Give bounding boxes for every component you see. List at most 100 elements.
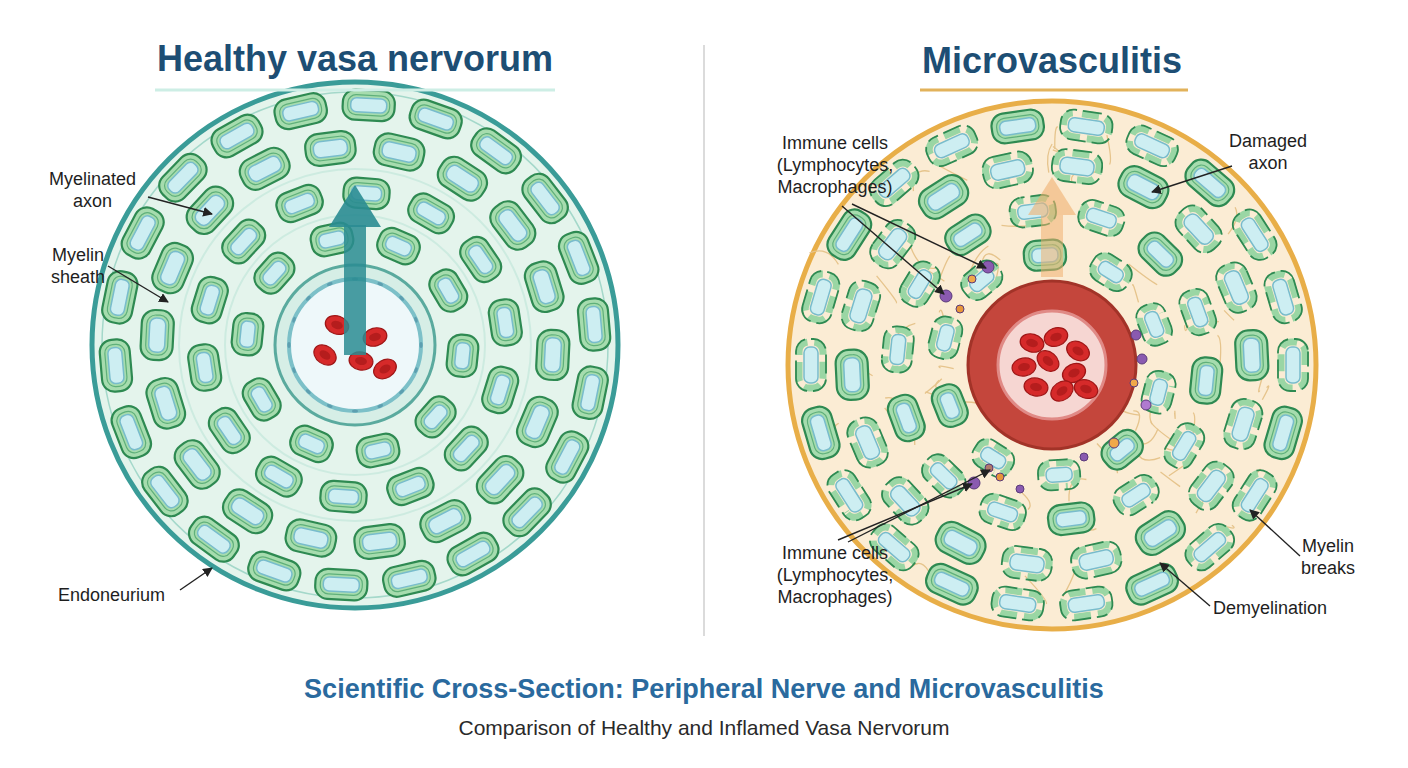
broken-myelin-edge: [1228, 465, 1281, 525]
myelin-sheath: [186, 343, 222, 393]
broken-myelin-edge: [1278, 339, 1308, 391]
axon-core: [1286, 347, 1300, 383]
broken-myelin: [827, 469, 872, 521]
cell-body: [1047, 377, 1077, 406]
myelin-sheath: [416, 496, 475, 547]
myelin-sheath: [238, 374, 285, 425]
axon-core: [422, 403, 450, 432]
heading-underline: [920, 89, 1188, 92]
myelin-sheath: [914, 170, 973, 224]
myelinated-axon: [207, 110, 267, 162]
broken-myelin: [1224, 399, 1262, 449]
myelin-sheath: [207, 110, 267, 162]
immune-cell: [985, 464, 993, 472]
myelin-sheath: [1133, 227, 1187, 281]
myelin-layer: [805, 410, 836, 456]
endoneurium-outline: [92, 82, 618, 608]
myelin-sheath: [249, 247, 299, 298]
myelinated-axon: [931, 517, 990, 568]
myelinated-axon: [570, 364, 610, 421]
myelinated-axon: [1047, 501, 1096, 536]
myelin-layer: [278, 97, 323, 126]
myelin-layer: [211, 410, 248, 451]
myelinated-axon: [1228, 465, 1281, 525]
red-blood-cell: [1063, 337, 1093, 365]
myelin-layer: [1121, 168, 1167, 206]
broken-myelin: [1281, 342, 1305, 388]
myelin-layer: [155, 245, 191, 290]
myelin-sheath: [384, 464, 438, 509]
myelin-layer: [224, 222, 263, 262]
myelinated-axon: [381, 558, 438, 599]
myelin-layer: [473, 130, 519, 171]
broken-myelin-edge: [1220, 395, 1265, 452]
endothelial-cell: [377, 403, 384, 408]
myelin-layer: [242, 150, 288, 188]
cell-center: [1049, 331, 1063, 343]
myelinated-axon: [1189, 356, 1223, 405]
axon-core: [544, 338, 562, 373]
red-blood-cell: [1047, 377, 1077, 406]
cell-center: [318, 348, 332, 361]
axon-core: [390, 568, 428, 590]
axon-core: [928, 460, 959, 491]
myelin-sheath: [577, 297, 611, 351]
myelinated-axon: [117, 203, 168, 263]
myelin-sheath: [217, 214, 270, 268]
axon-core: [255, 558, 294, 583]
axon-core: [553, 438, 582, 476]
myelin-layer: [830, 212, 870, 258]
broken-myelin-edge: [980, 149, 1036, 191]
myelinated-axon: [100, 269, 140, 326]
axon-core: [1142, 517, 1179, 549]
immune-cell: [968, 275, 976, 283]
axon-core: [282, 100, 320, 122]
myelinated-axon: [137, 462, 192, 522]
myelinated-axon: [865, 215, 921, 274]
myelin-sheath: [445, 333, 479, 378]
axon-core: [1120, 481, 1153, 509]
myelin-sheath: [1131, 506, 1190, 560]
axon-core: [483, 462, 518, 498]
cell-center: [1079, 383, 1093, 395]
myelinated-axon: [404, 189, 459, 238]
broken-myelin-edge: [865, 215, 921, 274]
red-blood-cell: [1072, 376, 1101, 401]
axon-core: [196, 352, 214, 384]
myelinated-axon: [1050, 148, 1104, 186]
axon-core: [1195, 468, 1228, 505]
myelin-layer: [191, 519, 237, 560]
broken-myelin-edge: [1159, 418, 1209, 473]
myelin-layer: [256, 255, 292, 292]
myelin-sheath: [251, 452, 306, 501]
myelinated-axon: [314, 568, 368, 601]
myelin-layer: [104, 344, 128, 388]
axon-core: [1181, 211, 1216, 247]
axon-core: [834, 476, 865, 514]
myelinated-axon: [283, 517, 339, 559]
myelin-sheath: [140, 309, 174, 361]
myelinated-axon: [184, 512, 244, 567]
axon-core: [1108, 436, 1137, 463]
axon-core: [215, 414, 243, 447]
endothelial-cell: [352, 409, 358, 412]
myelin-layer: [1104, 432, 1141, 468]
edema-fiber: [1161, 472, 1181, 487]
myelinated-axon: [522, 258, 567, 315]
axon-core: [350, 97, 387, 113]
axon-core: [843, 357, 861, 392]
myelin-layer: [1194, 362, 1217, 400]
myelin-sheath: [479, 363, 521, 416]
myelin-sheath: [148, 239, 197, 298]
axon-core: [109, 278, 130, 316]
broken-myelin: [926, 125, 978, 166]
myelin-layer: [462, 239, 499, 280]
myelinated-axon: [976, 490, 1029, 533]
myelin-layer: [995, 114, 1039, 140]
broken-myelin: [1185, 523, 1235, 571]
immune-cell: [940, 290, 952, 302]
myelin-sheath: [1180, 155, 1239, 212]
myelin-layer: [485, 370, 515, 410]
callout-label: Immune cells (Lymphocytes, Macrophages): [760, 132, 910, 198]
